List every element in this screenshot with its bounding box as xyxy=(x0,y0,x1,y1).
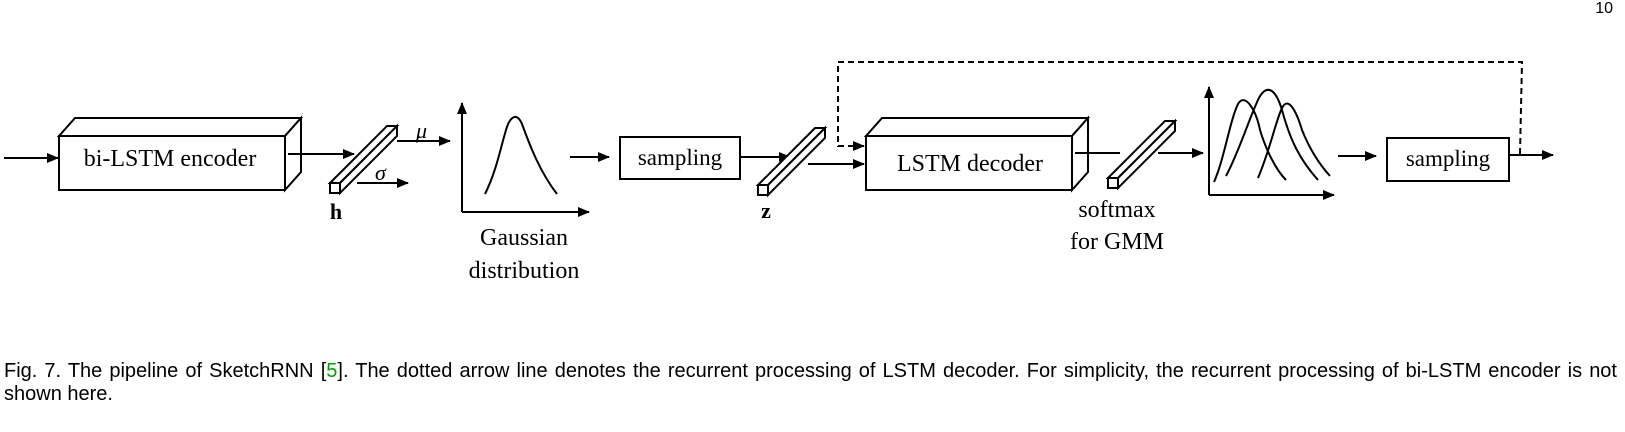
gaussian-label-line2: distribution xyxy=(469,258,580,284)
h-vector xyxy=(327,123,400,196)
decoder-label: LSTM decoder xyxy=(897,151,1043,177)
mu-label: μ xyxy=(415,118,427,143)
z-label: z xyxy=(761,198,771,223)
caption-prefix: Fig. 7. The pipeline of SketchRNN [ xyxy=(4,360,327,382)
caption-suffix: ]. The dotted arrow line denotes the rec… xyxy=(4,360,1617,405)
h-label: h xyxy=(330,199,342,224)
gmm-plot xyxy=(1204,86,1335,200)
recurrent-feedback-dotted-arrow xyxy=(837,61,1524,155)
encoder-label: bi-LSTM encoder xyxy=(84,146,257,172)
page-number: 10 xyxy=(1595,0,1613,17)
sampling-label-1: sampling xyxy=(638,145,723,170)
softmax-label-line1: softmax xyxy=(1078,197,1155,223)
sampling-box-1 xyxy=(619,136,741,180)
gaussian-plot xyxy=(457,102,590,217)
gaussian-label-line1: Gaussian xyxy=(480,225,568,251)
sampling-label-2: sampling xyxy=(1406,146,1491,171)
z-vector xyxy=(755,125,828,198)
softmax-vector xyxy=(1105,118,1178,191)
sketchrnn-pipeline-diagram: bi-LSTM encoder h μ σ Gaussian distribut… xyxy=(4,61,1554,284)
citation-link[interactable]: 5 xyxy=(326,360,338,382)
softmax-label-line2: for GMM xyxy=(1070,229,1164,255)
sampling-box-2 xyxy=(1386,137,1510,182)
decoder-box xyxy=(863,115,1091,193)
sigma-label: σ xyxy=(375,160,387,185)
figure-caption: Fig. 7. The pipeline of SketchRNN [5]. T… xyxy=(4,360,1617,406)
